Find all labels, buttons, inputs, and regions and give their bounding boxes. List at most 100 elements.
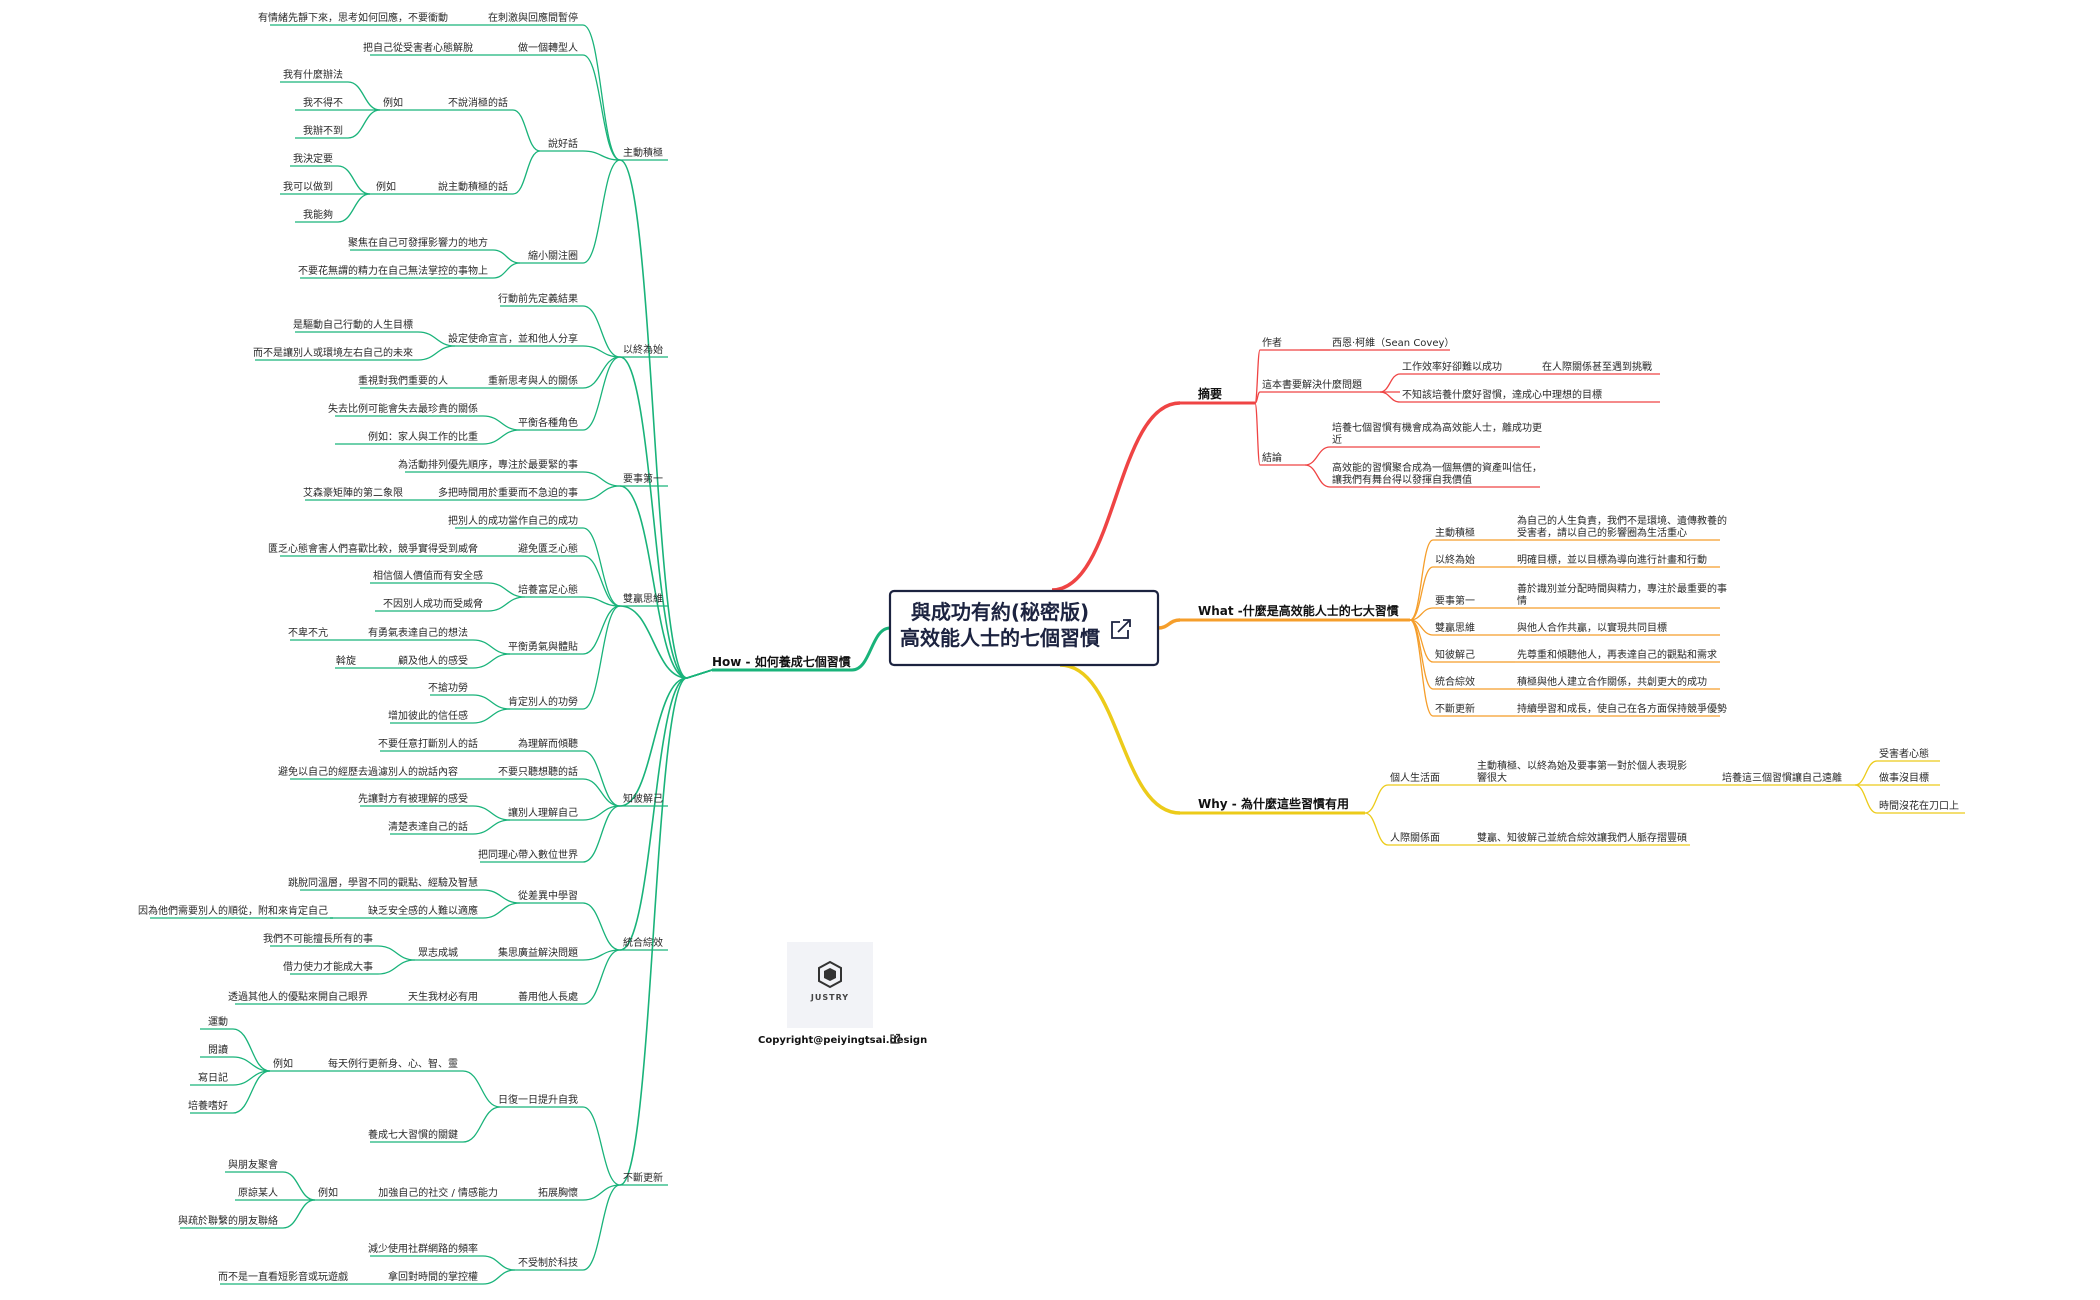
node-y1b3[interactable]: 時間沒花在刀口上: [1879, 799, 1959, 812]
node-g1[interactable]: 日復一日提升自我: [498, 1093, 578, 1106]
node-s2a[interactable]: 工作效率好卻難以成功: [1402, 360, 1502, 373]
node-e3[interactable]: 讓別人理解自己: [508, 806, 578, 819]
node-n3a_e2[interactable]: 我不得不: [303, 97, 343, 109]
node-g1a_e4[interactable]: 培養嗜好: [188, 1099, 228, 1112]
node-g3[interactable]: 不受制於科技: [518, 1256, 578, 1269]
node-w6[interactable]: 統合綜效: [1435, 675, 1475, 688]
node-g1a_e3[interactable]: 寫日記: [198, 1071, 228, 1084]
node-b3[interactable]: 重新思考與人的關係: [488, 374, 578, 387]
node-g3b1[interactable]: 而不是一直看短影音或玩遊戲: [218, 1270, 348, 1283]
node-d3[interactable]: 培養富足心態: [518, 583, 578, 596]
node-w4[interactable]: 雙贏思維: [1435, 621, 1475, 634]
node-s3b_l2[interactable]: 讓我們有舞台得以發揮自我價值: [1332, 473, 1472, 486]
node-f1b1[interactable]: 因為他們需要別人的順從，附和來肯定自己: [138, 904, 328, 917]
node-c1[interactable]: 為活動排列優先順序，專注於最要緊的事: [398, 458, 578, 471]
node-s3b_l1[interactable]: 高效能的習慣聚合成為一個無價的資產叫信任，: [1332, 461, 1542, 474]
branch-how[interactable]: How - 如何養成七個習慣: [712, 654, 851, 669]
node-s3[interactable]: 結論: [1262, 451, 1282, 464]
node-g2a_e2[interactable]: 原諒某人: [238, 1186, 278, 1199]
node-s3a_l1[interactable]: 培養七個習慣有機會成為高效能人士，離成功更: [1332, 421, 1542, 434]
node-e3a[interactable]: 先讓對方有被理解的感受: [358, 792, 468, 805]
node-h5[interactable]: 知彼解己: [623, 792, 663, 805]
node-n4a[interactable]: 聚焦在自己可發揮影響力的地方: [348, 236, 488, 249]
node-w3[interactable]: 要事第一: [1435, 594, 1475, 607]
node-g1a_e[interactable]: 例如: [273, 1057, 293, 1070]
node-w1a_l2[interactable]: 受害者，請以自己的影響圈為生活重心: [1517, 526, 1687, 539]
node-f2a1[interactable]: 我們不可能擅長所有的事: [263, 932, 373, 945]
node-d4a[interactable]: 有勇氣表達自己的想法: [368, 626, 468, 639]
node-n2[interactable]: 做一個轉型人: [518, 41, 578, 54]
node-n3[interactable]: 說好話: [548, 137, 578, 150]
node-g3b[interactable]: 拿回對時間的掌控權: [388, 1270, 478, 1283]
node-d2[interactable]: 避免匱乏心態: [518, 542, 578, 555]
node-s2[interactable]: 這本書要解決什麼問題: [1262, 378, 1362, 391]
branch-why[interactable]: Why - 為什麼這些習慣有用: [1198, 796, 1349, 811]
node-g1a_e2[interactable]: 閱讀: [208, 1043, 228, 1056]
node-g2a_e1[interactable]: 與朋友聚會: [228, 1158, 278, 1171]
node-f3a[interactable]: 天生我材必有用: [408, 990, 478, 1003]
node-d4b1[interactable]: 斡旋: [336, 654, 356, 667]
node-y1a_l1[interactable]: 主動積極、以終為始及要事第一對於個人表現影: [1477, 759, 1687, 772]
node-n3a[interactable]: 不說消極的話: [448, 96, 508, 109]
node-e3b[interactable]: 清楚表達自己的話: [388, 820, 468, 833]
node-w3a_l2[interactable]: 情: [1517, 594, 1527, 607]
node-d4a1[interactable]: 不卑不亢: [288, 626, 328, 639]
node-g2a[interactable]: 加強自己的社交 / 情感能力: [378, 1186, 498, 1199]
node-g1a[interactable]: 每天例行更新身、心、智、靈: [328, 1057, 458, 1070]
node-w5a[interactable]: 先尊重和傾聽他人，再表達自己的觀點和需求: [1517, 648, 1717, 661]
node-e2[interactable]: 不要只聽想聽的話: [498, 765, 578, 778]
node-d4b[interactable]: 顧及他人的感受: [398, 654, 468, 667]
node-d5a[interactable]: 不搶功勞: [428, 681, 468, 694]
node-n3b_e[interactable]: 例如: [376, 180, 396, 193]
node-f3a1[interactable]: 透過其他人的優點來開自己眼界: [228, 990, 368, 1003]
node-b4a[interactable]: 失去比例可能會失去最珍貴的關係: [328, 402, 478, 415]
node-b4b[interactable]: 例如：家人與工作的比重: [368, 430, 478, 443]
node-s2a1[interactable]: 在人際關係甚至遇到挑戰: [1542, 360, 1652, 373]
node-n4b[interactable]: 不要花無謂的精力在自己無法掌控的事物上: [298, 264, 488, 277]
node-f3[interactable]: 善用他人長處: [518, 990, 578, 1003]
node-h3[interactable]: 要事第一: [623, 472, 663, 485]
branch-what[interactable]: What -什麼是高效能人士的七大習慣: [1198, 603, 1399, 618]
node-y2[interactable]: 人際關係面: [1390, 832, 1440, 844]
node-n2a[interactable]: 把自己從受害者心態解脫: [363, 41, 473, 54]
node-y1b2[interactable]: 做事沒目標: [1879, 771, 1929, 784]
node-n3a_e3[interactable]: 我辦不到: [303, 124, 343, 137]
node-f2[interactable]: 集思廣益解決問題: [498, 946, 578, 959]
node-n3b_e1[interactable]: 我決定要: [293, 152, 333, 165]
node-n3b_e3[interactable]: 我能夠: [303, 208, 333, 221]
node-f1b[interactable]: 缺乏安全感的人難以適應: [368, 904, 478, 917]
node-f1[interactable]: 從差異中學習: [518, 889, 578, 902]
node-b1[interactable]: 行動前先定義結果: [498, 292, 578, 305]
node-h6[interactable]: 統合綜效: [623, 936, 663, 949]
node-d5[interactable]: 肯定別人的功勞: [508, 695, 578, 708]
node-w2a[interactable]: 明確目標，並以目標為導向進行計畫和行動: [1517, 553, 1707, 566]
node-b2[interactable]: 設定使命宣言，並和他人分享: [448, 332, 578, 345]
node-n1a[interactable]: 有情緒先靜下來，思考如何回應，不要衝動: [258, 11, 448, 24]
node-e2a[interactable]: 避免以自己的經歷去過濾別人的說話內容: [278, 765, 458, 778]
node-g3a[interactable]: 減少使用社群網路的頻率: [368, 1242, 478, 1255]
node-e1[interactable]: 為理解而傾聽: [518, 737, 578, 750]
node-d4[interactable]: 平衡勇氣與體貼: [508, 640, 578, 653]
node-s3a_l2[interactable]: 近: [1332, 433, 1342, 446]
node-h1[interactable]: 主動積極: [623, 146, 663, 159]
copyright-link[interactable]: Copyright@peiyingtsai.design: [758, 1035, 927, 1046]
node-d3b[interactable]: 不因別人成功而受威脅: [383, 597, 483, 610]
node-s2b[interactable]: 不知該培養什麼好習慣，達成心中理想的目標: [1402, 388, 1602, 401]
root-node-box[interactable]: [888, 589, 1160, 667]
node-s1[interactable]: 作者: [1262, 337, 1282, 349]
node-e1a[interactable]: 不要任意打斷別人的話: [378, 737, 478, 750]
node-n3b_e2[interactable]: 我可以做到: [283, 180, 333, 193]
node-c2[interactable]: 多把時間用於重要而不急迫的事: [438, 486, 578, 499]
node-f2a2[interactable]: 借力使力才能成大事: [283, 960, 373, 973]
node-h4[interactable]: 雙贏思維: [623, 592, 663, 605]
node-s1a[interactable]: 西恩·柯維（Sean Covey）: [1332, 336, 1454, 349]
node-h2[interactable]: 以終為始: [623, 343, 663, 356]
node-e4[interactable]: 把同理心帶入數位世界: [478, 848, 578, 861]
node-y1[interactable]: 個人生活面: [1390, 771, 1440, 784]
node-c2a[interactable]: 艾森豪矩陣的第二象限: [303, 486, 403, 499]
node-b2b[interactable]: 而不是讓別人或環境左右自己的未來: [253, 346, 413, 359]
node-b4[interactable]: 平衡各種角色: [518, 416, 578, 429]
node-f1a[interactable]: 跳脫同溫層，學習不同的觀點、經驗及智慧: [288, 876, 478, 889]
node-n4[interactable]: 縮小關注圈: [528, 249, 578, 262]
node-y2a[interactable]: 雙贏、知彼解己並統合綜效讓我們人脈存摺豐碩: [1477, 831, 1687, 844]
